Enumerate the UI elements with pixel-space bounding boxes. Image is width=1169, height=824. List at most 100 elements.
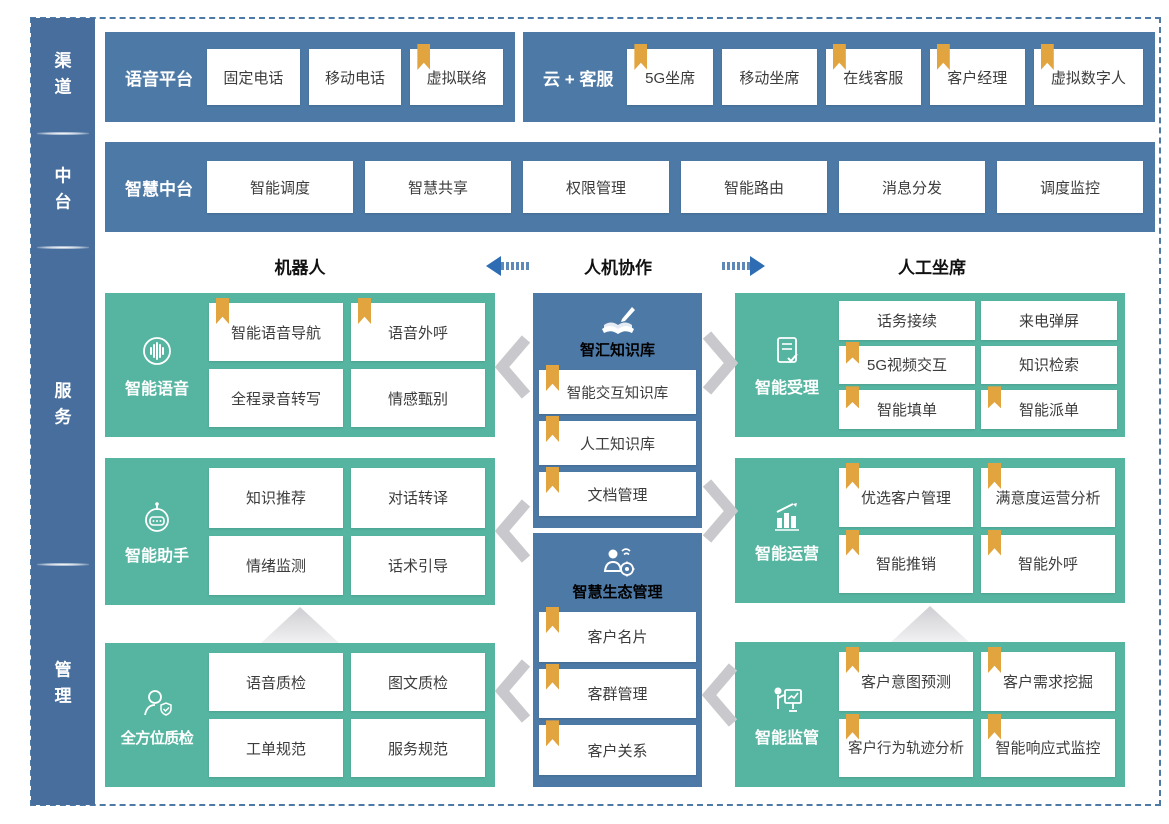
layer-sidebar: 渠道 中台 服务 管理 — [31, 18, 95, 805]
feature-box: 智慧共享 — [365, 161, 511, 213]
bookmark-icon — [846, 529, 859, 556]
feature-box: 虚拟数字人 — [1033, 44, 1143, 105]
form-check-icon — [777, 337, 798, 363]
sidebar-label-midplatform: 中台 — [54, 166, 72, 212]
block-quality-inspection: 全方位质检 语音质检 图文质检 工单规范 服务规范 — [105, 643, 495, 787]
feature-box: 情绪监测 — [209, 535, 343, 595]
bookmark-icon — [846, 463, 859, 489]
bookmark-icon — [546, 467, 559, 493]
panel-voice-platform: 语音平台 固定电话 移动电话 虚拟联络 — [105, 32, 515, 122]
feature-box: 全程录音转写 — [209, 369, 343, 427]
block-title: 智能监管 — [754, 729, 819, 747]
bookmark-icon — [988, 647, 1001, 673]
chevron-left-icon — [494, 659, 531, 723]
chevron-right-icon — [702, 331, 739, 395]
robot-icon — [145, 501, 169, 532]
panel-title: 语音平台 — [125, 69, 193, 89]
block-title: 智能助手 — [124, 547, 189, 565]
feature-box: 知识推荐 — [209, 468, 343, 528]
feature-box: 优选客户管理 — [839, 463, 973, 527]
bookmark-icon — [634, 44, 648, 70]
feature-box: 话务接续 — [839, 301, 975, 340]
feature-box: 客户需求挖掘 — [981, 647, 1115, 711]
sidebar-divider — [37, 563, 89, 566]
feature-box: 客户行为轨迹分析 — [839, 713, 973, 777]
feature-box: 客群管理 — [539, 663, 696, 719]
panel-title: 智慧中台 — [125, 179, 193, 199]
bookmark-icon — [936, 44, 950, 70]
block-smart-operations: 智能运营 优选客户管理 满意度运营分析 智能推销 智能外呼 — [735, 458, 1125, 603]
presenter-board-icon — [774, 687, 802, 712]
sidebar-divider — [37, 132, 89, 135]
bookmark-icon — [988, 463, 1001, 489]
feature-box: 固定电话 — [207, 49, 300, 105]
bookmark-icon — [832, 44, 846, 70]
block-title: 智能语音 — [124, 381, 189, 398]
feature-box: 客户名片 — [539, 607, 696, 662]
feature-box: 权限管理 — [523, 161, 669, 213]
block-title: 智慧生态管理 — [572, 584, 663, 601]
header-collaboration: 人机协作 — [584, 258, 652, 278]
feature-box: 来电弹屏 — [981, 301, 1117, 340]
bookmark-icon — [216, 298, 229, 324]
sidebar-label-service: 服务 — [54, 381, 72, 427]
feature-box: 智能派单 — [981, 386, 1117, 429]
arrow-left-icon — [486, 256, 529, 276]
block-title: 全方位质检 — [120, 729, 194, 747]
bookmark-icon — [358, 298, 371, 324]
feature-box: 智能推销 — [839, 529, 973, 593]
sidebar-divider — [37, 246, 89, 249]
sidebar-label-channel: 渠道 — [54, 51, 72, 97]
block-knowledge-base: 智汇知识库 智能交互知识库 人工知识库 文档管理 — [533, 293, 702, 528]
feature-box: 对话转译 — [351, 468, 485, 528]
header-robots: 机器人 — [274, 258, 326, 278]
bookmark-icon — [846, 647, 859, 673]
block-smart-intake: 智能受理 话务接续 来电弹屏 5G视频交互 知识检索 智能填单 智能派单 — [735, 293, 1125, 437]
bookmark-icon — [846, 386, 859, 409]
feature-box: 话术引导 — [351, 535, 485, 595]
feature-box: 智能调度 — [207, 161, 353, 213]
chart-growth-icon — [775, 502, 799, 531]
feature-box: 5G坐席 — [627, 44, 713, 105]
bookmark-icon — [988, 386, 1001, 409]
feature-box: 文档管理 — [539, 467, 696, 516]
bookmark-icon — [546, 365, 559, 391]
block-smart-voice: 智能语音 智能语音导航 语音外呼 全程录音转写 情感甄别 — [105, 293, 495, 437]
bookmark-icon — [417, 44, 431, 70]
header-human-agents: 人工坐席 — [898, 258, 966, 278]
arrow-right-icon — [722, 256, 765, 276]
bookmark-icon — [846, 713, 859, 740]
feature-box: 工单规范 — [209, 719, 343, 777]
feature-box: 人工知识库 — [539, 416, 696, 465]
bookmark-icon — [546, 663, 559, 690]
bookmark-icon — [546, 720, 559, 747]
feature-box: 客户意图预测 — [839, 647, 973, 711]
block-smart-supervision: 智能监管 客户意图预测 客户需求挖掘 客户行为轨迹分析 智能响应式监控 — [735, 642, 1125, 787]
book-pen-icon — [601, 307, 635, 334]
feature-box: 智能路由 — [681, 161, 827, 213]
block-title: 智能运营 — [754, 545, 819, 563]
voice-icon — [143, 337, 171, 365]
bookmark-icon — [846, 341, 859, 364]
bookmark-icon — [1040, 44, 1054, 70]
bookmark-icon — [546, 607, 559, 633]
chevron-left-icon — [494, 499, 531, 563]
feature-box: 智能填单 — [839, 386, 975, 429]
feature-box: 移动坐席 — [721, 49, 817, 105]
chevron-left-icon — [701, 663, 738, 727]
block-ecosystem-management: 智慧生态管理 客户名片 客群管理 客户关系 — [533, 533, 702, 787]
feature-box: 智能外呼 — [981, 529, 1115, 593]
panel-cloud-service: 云 + 客服 5G坐席 移动坐席 在线客服 客户经理 虚拟数字人 — [523, 32, 1155, 122]
sidebar-label-management: 管理 — [54, 660, 72, 706]
feature-box: 知识检索 — [981, 345, 1117, 385]
feature-box: 客户经理 — [929, 44, 1025, 105]
feature-box: 在线客服 — [825, 44, 921, 105]
ecosystem-icon — [603, 548, 634, 577]
feature-box: 客户关系 — [539, 720, 696, 776]
feature-box: 满意度运营分析 — [981, 463, 1115, 527]
feature-box: 情感甄别 — [351, 369, 485, 427]
feature-box: 智能响应式监控 — [981, 713, 1115, 777]
block-title: 智汇知识库 — [579, 342, 655, 359]
panel-smart-midplatform: 智慧中台 智能调度 智慧共享 权限管理 智能路由 消息分发 调度监控 — [105, 142, 1155, 232]
